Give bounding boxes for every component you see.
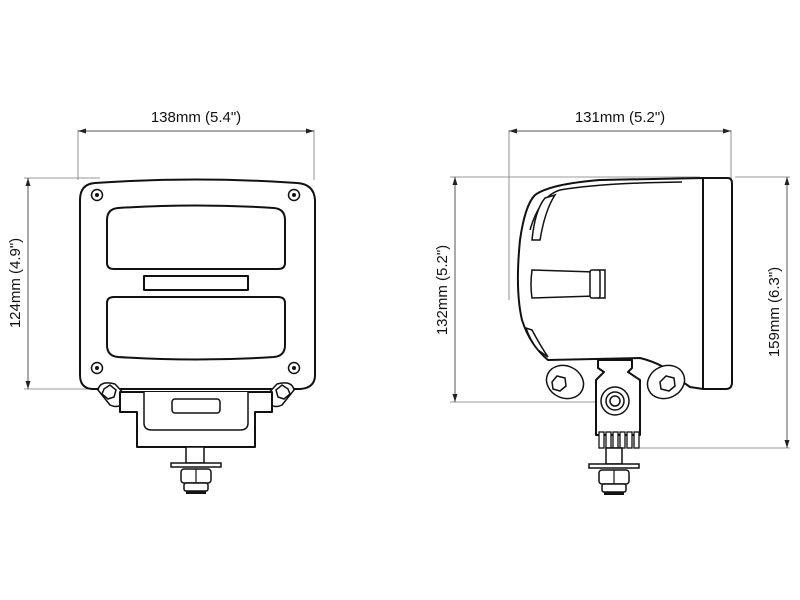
side-overall-height-label: 159mm (6.3"): [766, 267, 783, 357]
bracket-slot: [171, 398, 221, 414]
side-view: 131mm (5.2") 132mm (5.2") 159mm (6.3"): [434, 109, 790, 495]
side-body-height-label: 132mm (5.2"): [434, 245, 451, 335]
bracket-teeth: [598, 431, 640, 449]
side-bolt-icon: [588, 447, 640, 495]
lower-lens: [106, 296, 286, 361]
front-view: 138mm (5.4") 124mm (4.9"): [7, 109, 316, 494]
upper-lens: [106, 204, 286, 270]
side-depth-label: 131mm (5.2"): [575, 109, 665, 126]
side-overall-height-dimension: 159mm (6.3"): [640, 176, 790, 449]
side-knob-icon: [545, 364, 686, 400]
side-body-height-dimension: 132mm (5.2"): [434, 176, 700, 403]
side-housing: [516, 177, 704, 390]
front-width-label: 138mm (5.4"): [151, 109, 241, 126]
side-bezel: [702, 177, 733, 390]
front-height-dimension: 124mm (4.9"): [7, 177, 110, 390]
front-width-dimension: 138mm (5.4"): [77, 109, 315, 180]
label-plate: [143, 275, 249, 291]
front-height-label: 124mm (4.9"): [7, 238, 24, 328]
side-mount-slot: [530, 269, 606, 299]
bolt-icon: [170, 446, 222, 494]
side-depth-dimension: 131mm (5.2"): [508, 109, 732, 300]
screw-icon: [90, 188, 301, 375]
